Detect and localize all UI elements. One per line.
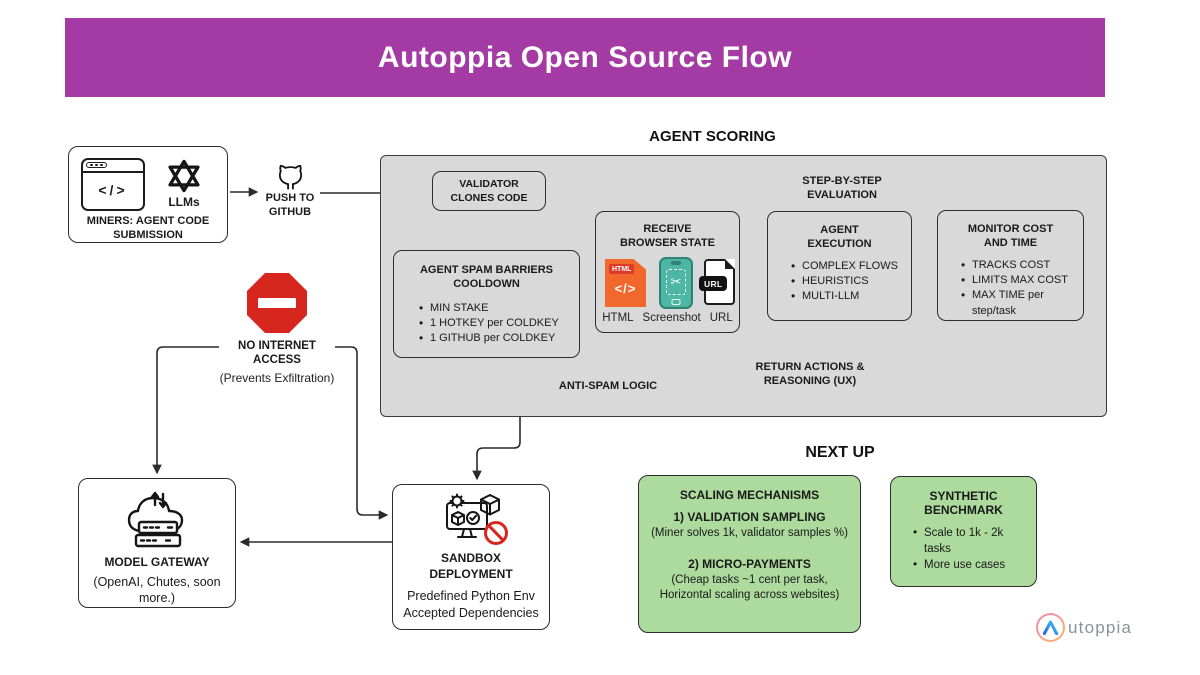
spam-line1: AGENT SPAM BARRIERS bbox=[419, 264, 554, 276]
sandbox-title-line2: DEPLOYMENT bbox=[429, 566, 513, 581]
anti-spam-logic-label: ANTI-SPAM LOGIC bbox=[550, 380, 666, 394]
no-entry-icon bbox=[247, 273, 307, 333]
execution-bullet: HEURISTICS bbox=[791, 273, 905, 290]
execution-bullet: COMPLEX FLOWS bbox=[791, 258, 905, 275]
openai-llm-icon bbox=[168, 159, 200, 193]
miners-box: </> LLMs MINERS: AGENT CODE SUBMISSION bbox=[68, 146, 228, 243]
url-doc-icon: URL bbox=[699, 259, 735, 305]
spam-line2: COOLDOWN bbox=[453, 278, 520, 291]
spam-bullet: MIN STAKE bbox=[419, 300, 571, 317]
html-file-icon: HTML </> bbox=[605, 259, 646, 307]
push-github-label-line2: GITHUB bbox=[268, 206, 312, 219]
page-title: Autoppia Open Source Flow bbox=[377, 40, 793, 74]
receive-line2: BROWSER STATE bbox=[620, 237, 715, 250]
miners-label-line2: SUBMISSION bbox=[113, 229, 183, 242]
monitor-bullet: LIMITS MAX COST bbox=[961, 272, 1077, 289]
autoppia-logo-text: utoppia bbox=[1068, 617, 1133, 637]
agent-scoring-heading: AGENT SCORING bbox=[649, 128, 776, 145]
monitor-line1: MONITOR COST bbox=[967, 223, 1054, 235]
next-up-heading: NEXT UP bbox=[805, 444, 875, 461]
model-gateway-box: MODEL GATEWAY (OpenAI, Chutes, soon more… bbox=[78, 478, 236, 608]
autoppia-logo: utoppia bbox=[1036, 613, 1132, 642]
caption-html: HTML bbox=[602, 312, 634, 324]
execution-bullet: MULTI-LLM bbox=[791, 288, 905, 305]
spam-barriers-box: AGENT SPAM BARRIERS COOLDOWN MIN STAKE 1… bbox=[393, 250, 580, 358]
model-gateway-subtitle: (OpenAI, Chutes, soon more.) bbox=[93, 574, 221, 605]
validator-line1: VALIDATOR bbox=[459, 177, 519, 190]
synthetic-title: SYNTHETIC BENCHMARK bbox=[924, 489, 1003, 517]
llms-label: LLMs bbox=[168, 195, 200, 209]
spam-bullet: 1 GITHUB per COLDKEY bbox=[419, 330, 571, 347]
screenshot-icon: ✂ bbox=[659, 257, 693, 309]
no-internet-subtitle: (Prevents Exfiltration) bbox=[219, 371, 335, 385]
synthetic-benchmark-box: SYNTHETIC BENCHMARK Scale to 1k - 2k tas… bbox=[890, 476, 1037, 587]
sandbox-subtitle: Predefined Python Env Accepted Dependenc… bbox=[403, 589, 539, 621]
browser-code-icon: </> bbox=[81, 158, 145, 211]
receive-line1: RECEIVE bbox=[643, 223, 692, 235]
sandbox-icon bbox=[446, 493, 508, 545]
monitor-line2: AND TIME bbox=[983, 237, 1038, 250]
autoppia-logo-icon bbox=[1036, 613, 1065, 642]
agent-execution-box: AGENT EXECUTION COMPLEX FLOWS HEURISTICS… bbox=[767, 211, 912, 321]
monitor-bullet: MAX TIME per step/task bbox=[961, 287, 1064, 319]
model-gateway-title: MODEL GATEWAY bbox=[104, 555, 210, 569]
browser-state-captions: HTML Screenshot URL bbox=[596, 312, 739, 324]
cloud-server-icon bbox=[127, 491, 184, 548]
scaling-item2-title: 2) MICRO-PAYMENTS bbox=[688, 556, 811, 571]
scaling-title: SCALING MECHANISMS bbox=[679, 488, 820, 502]
scaling-item2-desc: (Cheap tasks ~1 cent per task, Horizonta… bbox=[659, 573, 840, 601]
synthetic-bullet: Scale to 1k - 2k tasks bbox=[913, 524, 1016, 557]
validator-clones-code-box: VALIDATOR CLONES CODE bbox=[432, 171, 546, 211]
execution-line2: EXECUTION bbox=[807, 238, 872, 251]
synthetic-bullet: More use cases bbox=[913, 556, 1036, 573]
scaling-mechanisms-box: SCALING MECHANISMS 1) VALIDATION SAMPLIN… bbox=[638, 475, 861, 633]
validator-line2: CLONES CODE bbox=[450, 192, 528, 204]
no-internet-label: NO INTERNET ACCESS bbox=[219, 339, 335, 368]
title-banner: Autoppia Open Source Flow bbox=[65, 18, 1105, 97]
github-icon bbox=[278, 164, 303, 190]
spam-bullet: 1 HOTKEY per COLDKEY bbox=[419, 315, 571, 332]
scaling-item1-desc: (Miner solves 1k, validator samples %) bbox=[651, 527, 848, 539]
miners-label-line1: MINERS: AGENT CODE bbox=[86, 215, 210, 227]
sandbox-deployment-box: SANDBOX DEPLOYMENT Predefined Python Env… bbox=[392, 484, 550, 630]
return-actions-label: RETURN ACTIONS & REASONING (UX) bbox=[745, 361, 875, 389]
scaling-item1-title: 1) VALIDATION SAMPLING bbox=[673, 510, 826, 524]
caption-url: URL bbox=[709, 312, 733, 324]
monitor-bullet: TRACKS COST bbox=[961, 257, 1077, 274]
push-github-label-line1: PUSH TO bbox=[265, 192, 315, 204]
sandbox-title-line1: SANDBOX bbox=[440, 551, 501, 565]
step-by-step-evaluation-label: STEP-BY-STEP EVALUATION bbox=[768, 175, 916, 203]
receive-browser-state-box: RECEIVE BROWSER STATE HTML </> ✂ URL HTM… bbox=[595, 211, 740, 333]
caption-screenshot: Screenshot bbox=[642, 312, 701, 324]
monitor-cost-time-box: MONITOR COST AND TIME TRACKS COST LIMITS… bbox=[937, 210, 1084, 321]
execution-line1: AGENT bbox=[820, 224, 859, 236]
